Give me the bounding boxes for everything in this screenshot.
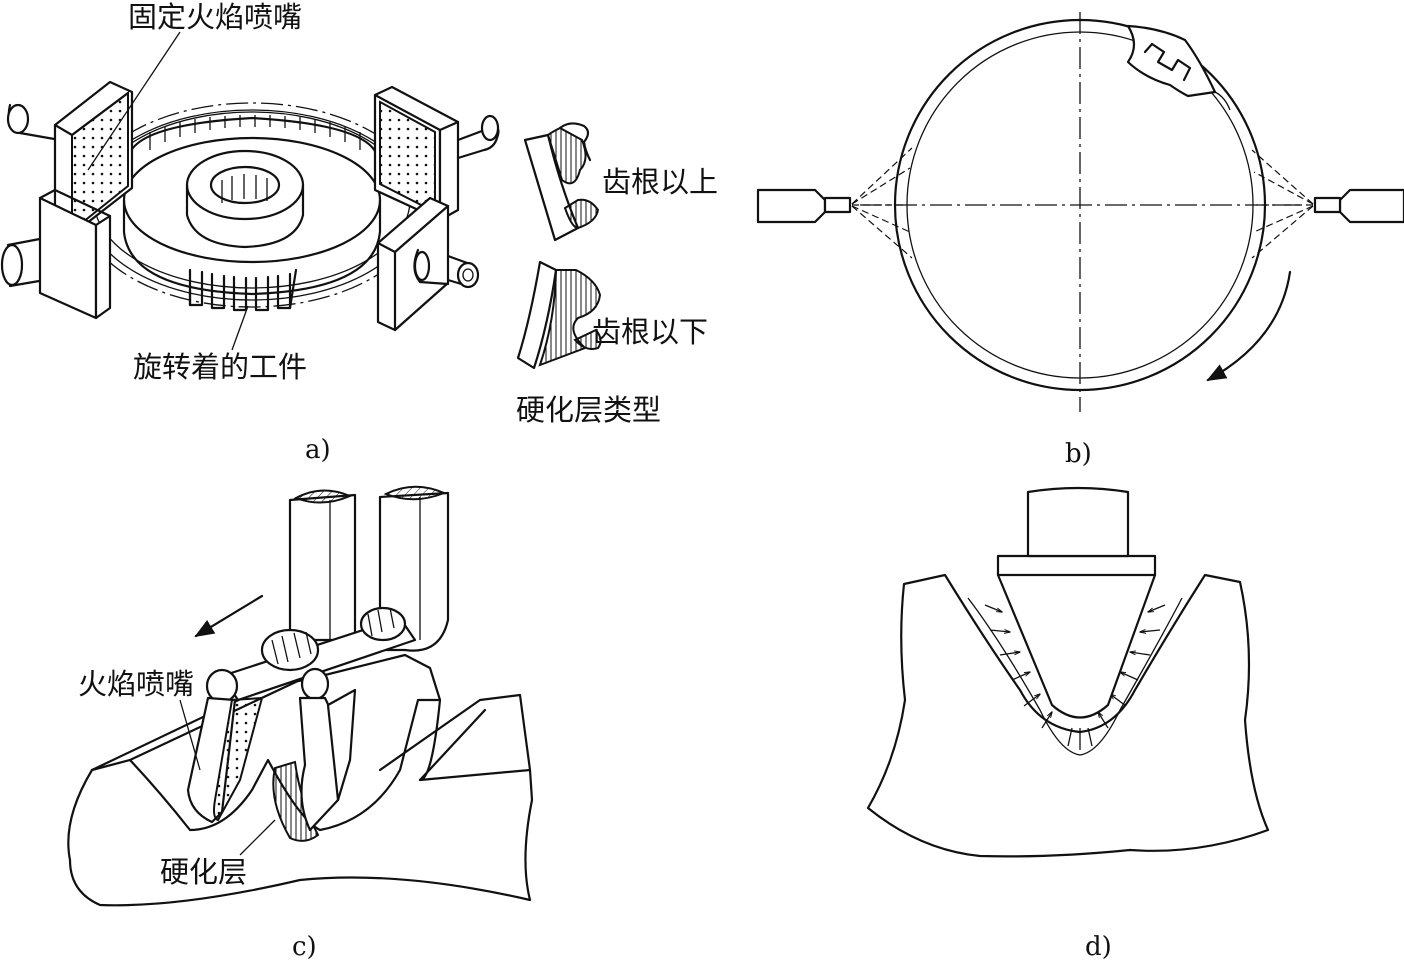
caption-panel-b: b): [1065, 439, 1092, 469]
label-flame-nozzle: 火焰喷嘴: [78, 667, 194, 701]
panel-c-traversing-nozzles-on-rack: [67, 485, 534, 907]
label-above-tooth-root: 齿根以上: [602, 165, 718, 199]
label-rotating-workpiece: 旋转着的工件: [133, 350, 307, 384]
panel-b-circular-gear-with-opposed-nozzles: [756, 12, 1404, 412]
caption-panel-d: d): [1085, 932, 1112, 962]
label-below-tooth-root: 齿根以下: [592, 315, 708, 349]
panel-a-rotating-gear-setup: [0, 31, 500, 351]
hardened-layer-type-above-root: [523, 122, 600, 242]
label-hardened-layer-types: 硬化层类型: [516, 393, 661, 427]
label-hardened-layer: 硬化层: [160, 855, 247, 889]
label-fixed-flame-nozzle: 固定火焰喷嘴: [128, 0, 302, 34]
panel-d-tooth-groove-section: [866, 486, 1270, 858]
hardened-layer-type-below-root: [516, 260, 602, 370]
caption-panel-c: c): [292, 932, 317, 962]
caption-panel-a: a): [305, 435, 331, 465]
